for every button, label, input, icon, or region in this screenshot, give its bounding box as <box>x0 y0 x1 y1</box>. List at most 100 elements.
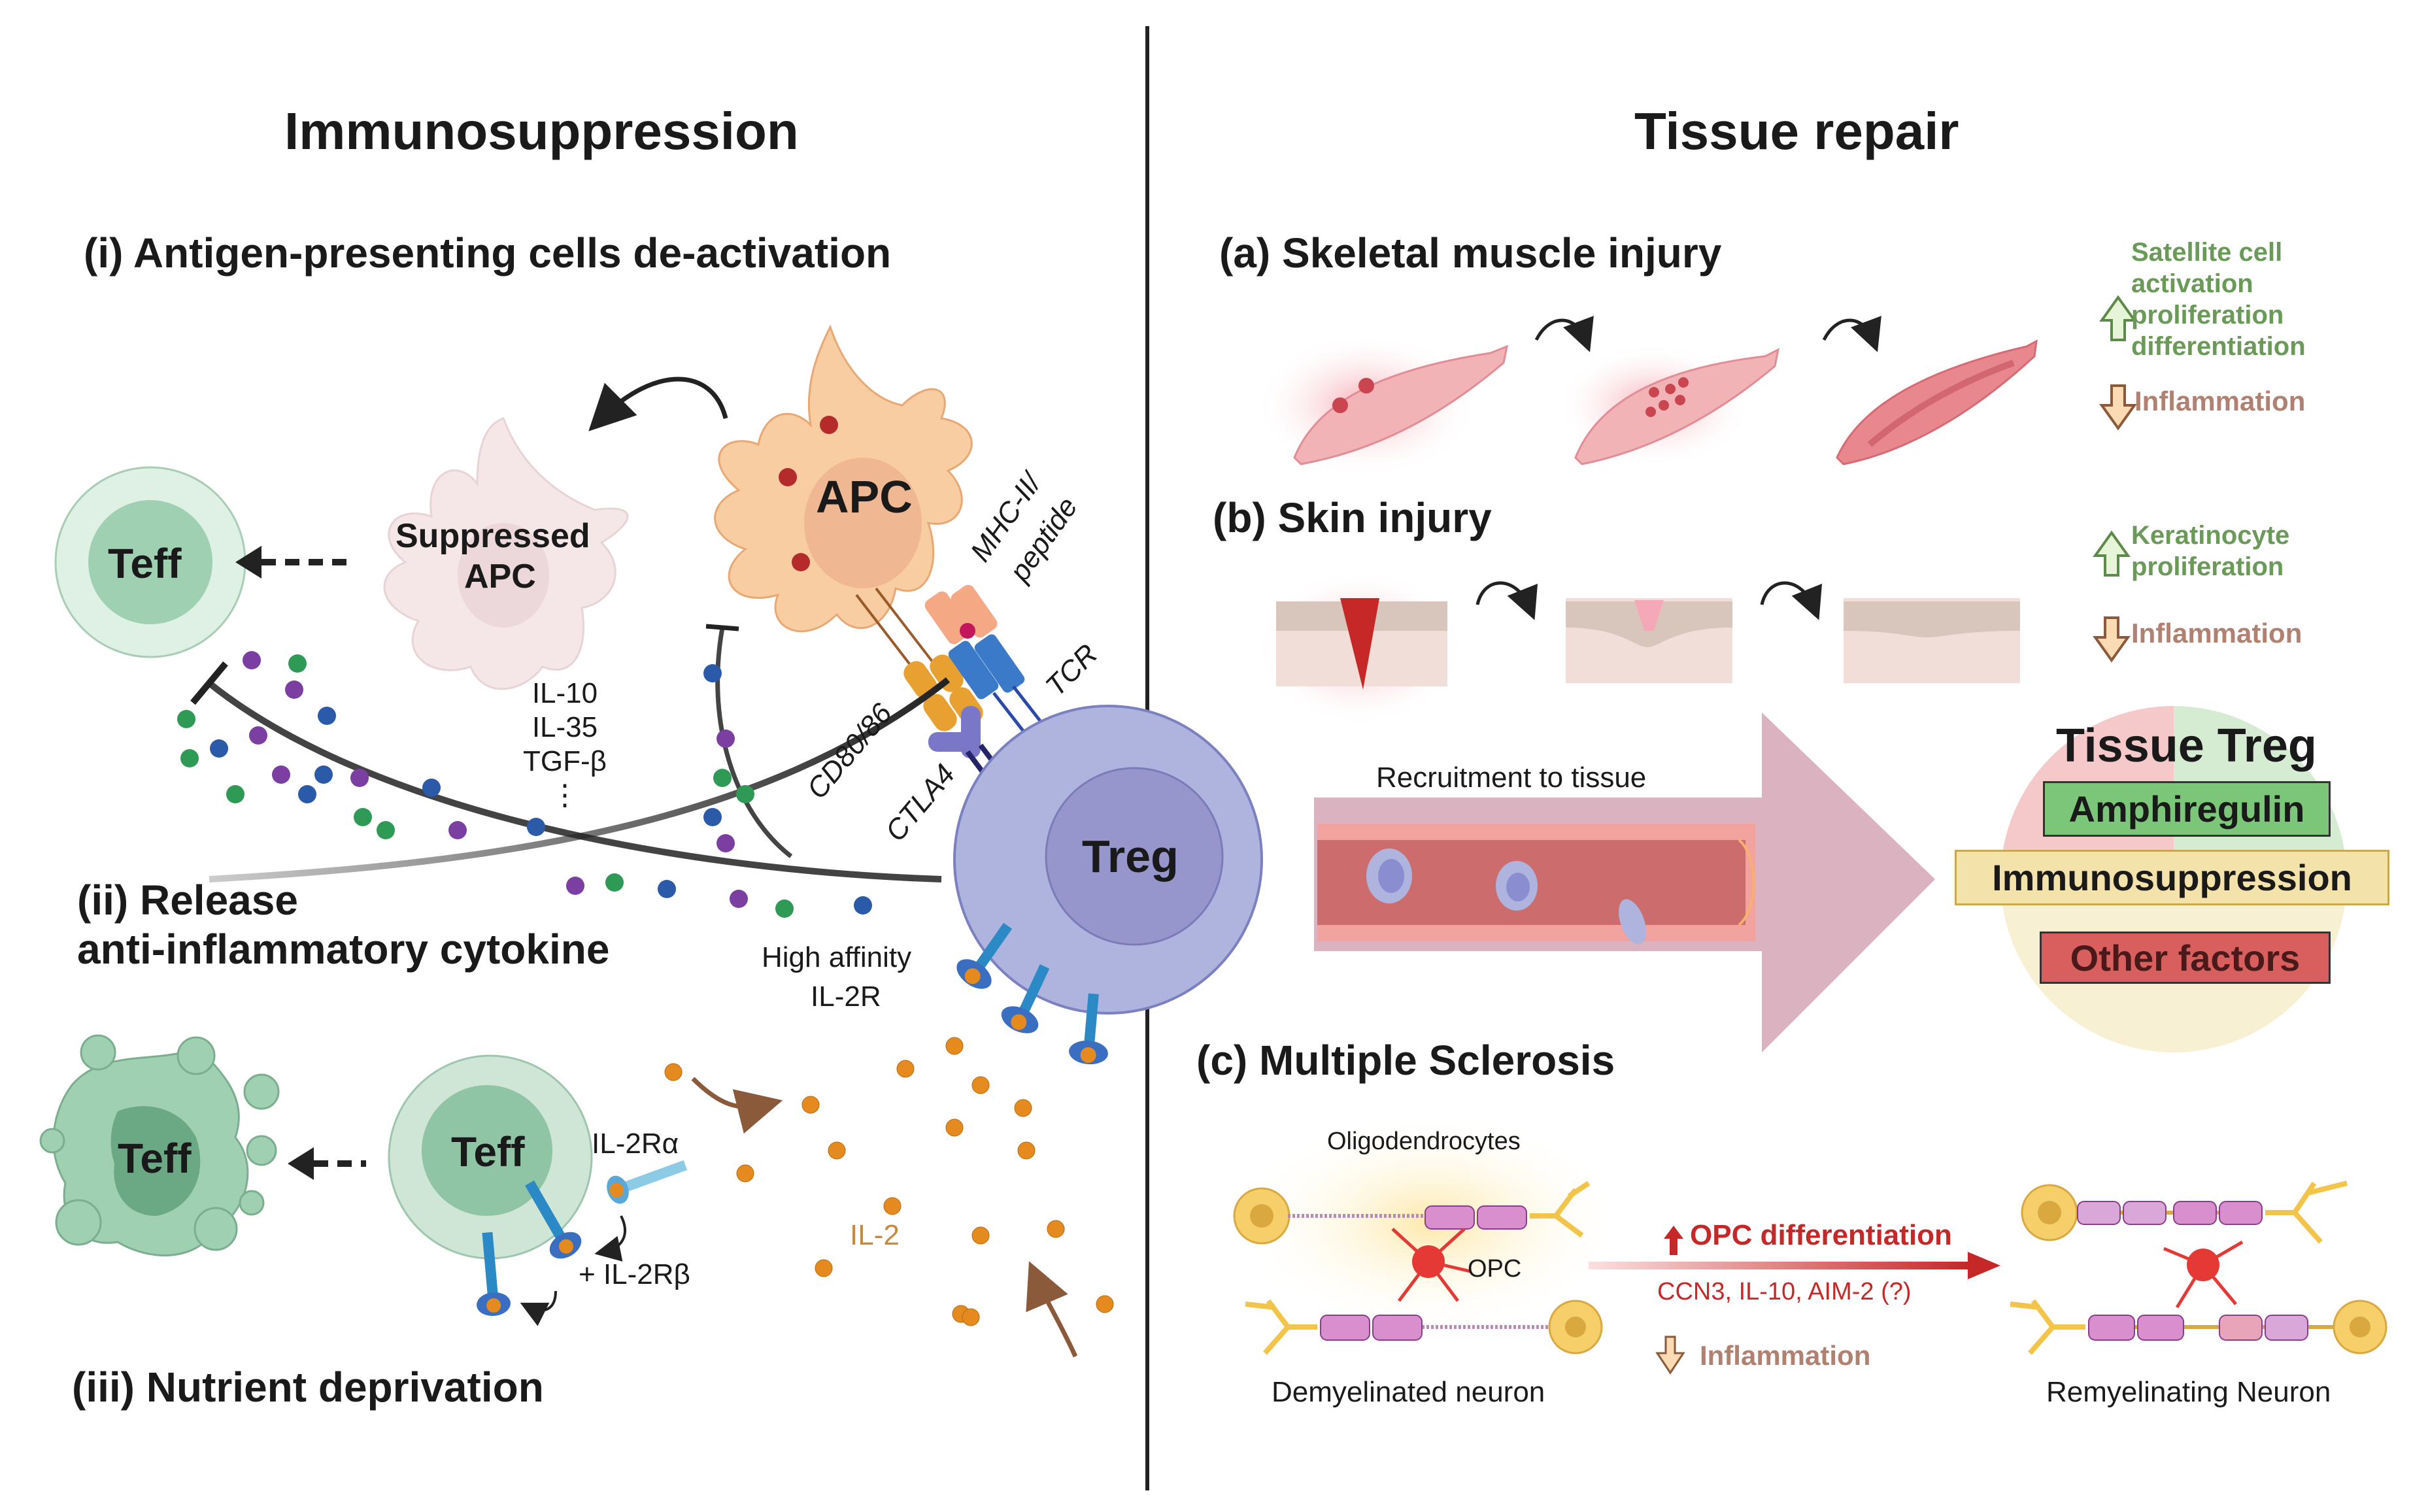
skin-inflammation-label: Inflammation <box>2131 618 2302 648</box>
cytokine-il10: IL-10 <box>531 677 598 709</box>
il2-dot <box>1047 1220 1065 1238</box>
high-affinity-label-2: IL-2R <box>811 981 881 1013</box>
apc-cell <box>714 324 973 633</box>
il2-flow-arrow-2 <box>1026 1261 1078 1358</box>
inhibition-line-teff <box>209 677 951 882</box>
cytokine-dot <box>736 785 754 803</box>
il2-dot <box>962 1308 980 1326</box>
il2-dot <box>736 1164 754 1183</box>
dashed-arrow-to-teff <box>235 546 346 579</box>
muscle-healed <box>1836 339 2038 465</box>
skin-arrow-1 <box>1475 581 1538 620</box>
section-a-heading: (a) Skeletal muscle injury <box>1219 229 1722 277</box>
opc-differentiation-label: OPC differentiation <box>1690 1219 1952 1251</box>
il2-dot <box>945 1037 964 1055</box>
cytokine-dot <box>272 765 290 784</box>
demyelinated-neuron-label: Demyelinated neuron <box>1272 1376 1545 1408</box>
cytokine-il35: IL-35 <box>531 711 598 743</box>
high-affinity-il2r <box>956 922 1108 1065</box>
section-c-heading: (c) Multiple Sclerosis <box>1196 1037 1615 1084</box>
il2-dot <box>1017 1141 1036 1160</box>
tissue-treg-title: Tissue Treg <box>2056 720 2317 772</box>
il2-dot <box>896 1060 915 1078</box>
teff-label-apoptotic: Teff <box>118 1135 192 1182</box>
dashed-arrow-to-dying-teff <box>288 1147 366 1180</box>
amphiregulin-box: Amphiregulin <box>2043 781 2331 837</box>
section-ii-heading-line1: (ii) Release <box>77 877 298 924</box>
suppressed-apc-label-1: Suppressed <box>396 517 590 555</box>
cytokine-more: ⋮ <box>550 779 579 811</box>
cytokine-dot <box>377 821 395 839</box>
suppressed-apc-label-2: APC <box>464 558 536 596</box>
cytokine-list: IL-10 IL-35 TGF-β ⋮ <box>523 677 607 813</box>
cytokine-dot <box>775 899 794 918</box>
cytokine-tgfb: TGF-β <box>523 745 607 777</box>
up-arrow-icon <box>1664 1226 1683 1255</box>
inhibition-line-teff-main <box>207 680 942 882</box>
arrow-apc-to-suppressed <box>588 377 728 431</box>
il2-dot <box>883 1197 902 1215</box>
cytokine-dot <box>703 664 722 682</box>
section-i-heading: (i) Antigen-presenting cells de-activati… <box>84 229 892 277</box>
cytokine-dot <box>713 769 732 787</box>
cytokine-dot <box>318 707 336 725</box>
il2-dot <box>971 1226 990 1245</box>
il2-dots <box>664 1037 1114 1326</box>
opc-label: OPC <box>1468 1255 1522 1283</box>
cytokine-dot <box>298 785 316 803</box>
opc-cell-left <box>1391 1228 1472 1302</box>
cytokine-dot <box>354 808 372 826</box>
skin-healing <box>1566 598 1732 683</box>
ms-inflammation-label: Inflammation <box>1700 1340 1871 1371</box>
cytokine-dot <box>177 710 195 728</box>
muscle-up-item: Satellite cell <box>2131 238 2283 267</box>
down-arrow-icon <box>2093 616 2131 663</box>
cytokine-dot <box>717 730 735 748</box>
inhibition-bar-teff <box>190 661 228 705</box>
immunosuppression-title: Immunosuppression <box>284 102 799 160</box>
cytokine-dot <box>226 785 244 803</box>
immunosuppression-box: Immunosuppression <box>1955 850 2389 905</box>
down-arrow-icon <box>2099 384 2137 431</box>
cytokine-dot <box>422 779 441 797</box>
teff-cell-top <box>54 466 246 658</box>
section-b-heading: (b) Skin injury <box>1213 494 1492 541</box>
cytokine-dot <box>288 654 307 673</box>
treg-cell <box>953 705 1263 1015</box>
cytokine-dot <box>180 749 199 767</box>
opc-cell-right <box>2163 1240 2244 1309</box>
il2-dot <box>1014 1099 1032 1117</box>
il2-label: IL-2 <box>850 1219 900 1251</box>
section-iii-heading: (iii) Nutrient deprivation <box>72 1364 544 1411</box>
cytokine-dot <box>854 896 872 915</box>
il2-flow-arrow-1 <box>691 1077 783 1134</box>
cytokine-dot <box>730 890 748 908</box>
muscle-inflammation-label: Inflammation <box>2134 386 2306 416</box>
blood-vessel <box>1317 824 1755 945</box>
il2-dot <box>971 1076 990 1094</box>
skin-up-item: proliferation <box>2131 552 2284 581</box>
muscle-up-item: proliferation <box>2131 301 2284 329</box>
cytokine-dot <box>703 808 722 826</box>
il2rb-label: + IL-2Rβ <box>579 1258 690 1290</box>
apc-label: APC <box>816 471 913 522</box>
cytokine-dot <box>285 680 303 699</box>
muscle-injured <box>1255 333 1509 477</box>
cytokine-dots <box>177 651 872 918</box>
skin-up-item: Keratinocyte <box>2131 521 2290 550</box>
ms-arrow-head <box>1968 1252 2000 1279</box>
section-ii-heading-line2: anti-inflammatory cytokine <box>77 926 610 973</box>
skin-upregulated-list: Keratinocyte proliferation <box>2131 520 2289 582</box>
other-factors-box: Other factors <box>2040 932 2331 984</box>
cytokine-dot <box>658 880 676 898</box>
demyelinated-neurons <box>1233 1111 1628 1355</box>
teff-cell-apoptotic <box>39 1034 280 1256</box>
inhibition-bar-apc <box>705 624 739 631</box>
remyelinating-neuron-label: Remyelinating Neuron <box>2046 1376 2331 1408</box>
cytokine-dot <box>243 651 261 669</box>
cytokine-dot <box>314 765 333 784</box>
teff-label-top: Teff <box>108 540 182 587</box>
remyelinating-neurons <box>2010 1181 2387 1355</box>
il2-dot <box>664 1063 683 1081</box>
il2ra-label: IL-2Rα <box>592 1128 679 1160</box>
